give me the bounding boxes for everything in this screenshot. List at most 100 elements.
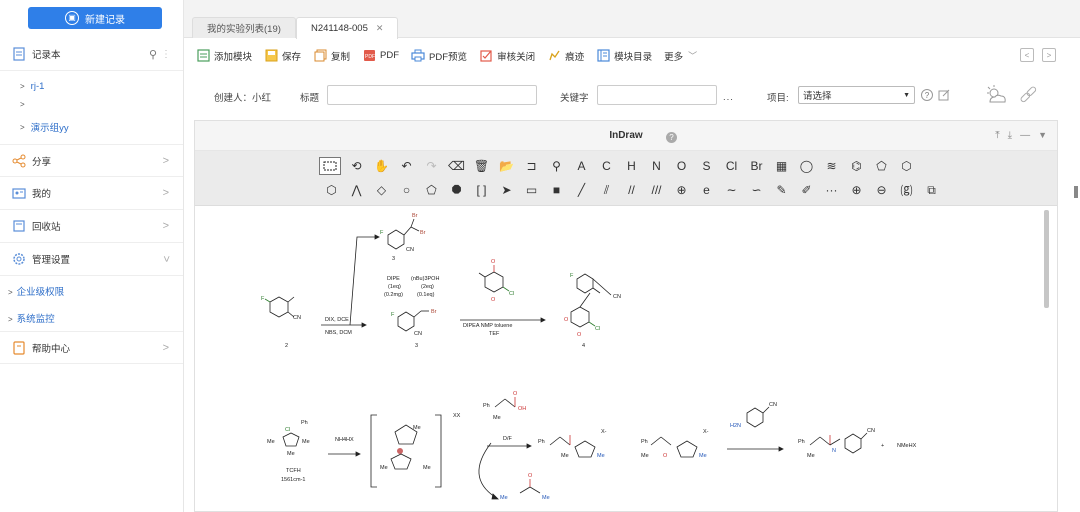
sidebar-item-recycle[interactable]: 回收站 > [0, 210, 183, 243]
benzene-ring-icon[interactable]: ⬡ [326, 183, 337, 197]
zoom-search-icon[interactable]: ⚲ [552, 159, 561, 173]
zoom-in-icon[interactable]: ⊕ [851, 183, 862, 197]
open-icon[interactable]: 📂 [499, 159, 514, 173]
edit-icon[interactable] [938, 89, 950, 101]
brush-icon[interactable]: ✎ [776, 183, 787, 197]
wavy-bond-icon[interactable]: ∽ [751, 183, 762, 197]
help-icon[interactable]: ? [921, 89, 933, 101]
double-bond-icon[interactable]: // [628, 183, 635, 197]
sidebar-item-settings[interactable]: 管理设置 > [0, 243, 183, 276]
arrow-icon[interactable]: ➤ [501, 183, 512, 197]
module-directory-button[interactable]: 模块目录 [596, 49, 652, 63]
atom-cl-button[interactable]: Cl [725, 159, 738, 173]
new-record-button[interactable]: ▣ 新建记录 [28, 7, 162, 29]
curve-icon[interactable]: ∼ [726, 183, 737, 197]
copy-button[interactable]: 复制 [313, 49, 350, 63]
help-icon[interactable]: ? [666, 132, 677, 143]
compound-number: 2 [285, 343, 288, 349]
link-icon[interactable] [1018, 85, 1038, 105]
atom-br-button[interactable]: Br [750, 159, 763, 173]
ellipsis-icon[interactable]: ··· [825, 183, 838, 197]
weather-icon[interactable] [984, 84, 1008, 106]
project-select[interactable]: 请选择▼ [798, 86, 915, 104]
drawing-canvas[interactable]: F CN 2 DIX, DCE NBS, DCM Br Br F CN 3 DI… [195, 207, 1057, 512]
pentagon-icon[interactable]: ⬠ [876, 159, 887, 173]
charge-icon[interactable]: ⊕ [676, 183, 687, 197]
heptagon-icon[interactable]: ⬠ [426, 183, 437, 197]
circle-ring-icon[interactable]: ○ [402, 183, 411, 197]
paint-icon[interactable]: ✐ [801, 183, 812, 197]
next-record-button[interactable]: > [1042, 48, 1056, 62]
sidebar-item-mine[interactable]: 我的 > [0, 177, 183, 210]
arrowhead-icon [491, 493, 499, 500]
rectangle-icon[interactable]: ▭ [525, 183, 538, 197]
atom-n-button[interactable]: N [652, 159, 661, 173]
minimize-icon[interactable]: — [1020, 130, 1031, 141]
close-icon[interactable]: ✕ [375, 23, 384, 33]
keywords-more-button[interactable]: ... [723, 92, 734, 103]
tree-node[interactable]: >rj-1 [20, 81, 44, 92]
fit-icon[interactable]: ⧉ [927, 182, 936, 197]
tree-node[interactable]: > [20, 100, 31, 109]
sidebar-item-notebook[interactable]: 记录本 ⚲ ⋮ [0, 38, 183, 71]
sidebar-item-share[interactable]: 分享 > [0, 144, 183, 177]
single-bond-icon[interactable]: ╱ [577, 183, 586, 197]
zoom-out-icon[interactable]: ⊖ [876, 183, 887, 197]
atom-h-button[interactable]: H [627, 159, 636, 173]
sidebar-subitem-enterprise-permissions[interactable]: >企业级权限 [8, 284, 64, 298]
sidebar-subitem-system-monitor[interactable]: >系统监控 [8, 311, 55, 325]
tab-experiment-list[interactable]: 我的实验列表(19) [192, 17, 296, 38]
atom-a-button[interactable]: A [577, 159, 586, 173]
more-icon[interactable]: ⋮ [161, 48, 171, 60]
sidebar-item-help[interactable]: 帮助中心 > [0, 331, 183, 364]
dashed-bond-icon[interactable]: ⫽ [603, 182, 610, 197]
more-menu-button[interactable]: 更多﹀ [664, 49, 697, 63]
atom-o-button[interactable]: O [676, 159, 687, 173]
atom-c-button[interactable]: C [602, 159, 611, 173]
electron-icon[interactable]: e [703, 183, 710, 197]
undo-icon[interactable]: ↶ [401, 159, 412, 173]
diamond-icon[interactable]: ◇ [376, 183, 387, 197]
wave-icon[interactable]: ≋ [826, 159, 837, 173]
creator-label: 创建人：小红 [214, 93, 272, 104]
octagon-icon[interactable]: ⯃ [451, 182, 462, 197]
select-tool-icon[interactable] [319, 157, 341, 175]
page-scrollbar[interactable] [1074, 186, 1078, 198]
trash-icon[interactable]: 🗑 [473, 159, 490, 173]
circle-icon[interactable]: ◯ [799, 159, 814, 173]
template-icon[interactable]: ⊐ [526, 159, 537, 173]
reagent-label: DIPE [387, 276, 400, 282]
redo-icon[interactable]: ↷ [426, 159, 437, 173]
bracket-right [435, 414, 442, 488]
review-close-button[interactable]: 审核关闭 [479, 49, 535, 63]
add-module-button[interactable]: 添加模块 [196, 49, 252, 63]
compound-number: 3 [392, 256, 395, 262]
triple-bond-icon[interactable]: /// [651, 183, 662, 197]
canvas-scrollbar[interactable] [1044, 210, 1049, 308]
pdf-preview-button[interactable]: PDF预览 [411, 49, 467, 63]
search-icon[interactable]: ⚲ [148, 48, 157, 61]
hexagon-icon[interactable]: ⬡ [901, 159, 912, 173]
save-button[interactable]: 保存 [264, 49, 301, 63]
lasso-icon[interactable]: ⟲ [351, 159, 362, 173]
filled-square-icon[interactable]: ■ [552, 183, 561, 197]
prev-record-button[interactable]: < [1020, 48, 1034, 62]
bracket-icon[interactable]: [ ] [476, 183, 487, 197]
group-icon[interactable]: ⒢ [900, 183, 913, 198]
title-input[interactable] [327, 85, 537, 105]
compound-number: 4 [582, 343, 585, 349]
tab-record[interactable]: N241148-005✕ [296, 17, 399, 39]
chain-icon[interactable]: ⋀ [351, 183, 362, 197]
eraser-icon[interactable]: ⌫ [448, 159, 465, 173]
camera-icon[interactable]: ⌬ [851, 159, 862, 173]
atom-s-button[interactable]: S [702, 159, 711, 173]
collapse-icon[interactable]: ▼ [1038, 130, 1047, 140]
move-down-icon[interactable]: ⤓ [1007, 130, 1013, 141]
keywords-input[interactable] [597, 85, 717, 105]
move-up-icon[interactable]: ⤒ [995, 130, 1000, 141]
hand-icon[interactable]: ✋ [374, 159, 389, 173]
tree-node[interactable]: >演示组yy [20, 120, 69, 135]
trace-button[interactable]: 痕迹 [547, 49, 584, 63]
periodic-table-icon[interactable]: ▦ [775, 159, 788, 173]
